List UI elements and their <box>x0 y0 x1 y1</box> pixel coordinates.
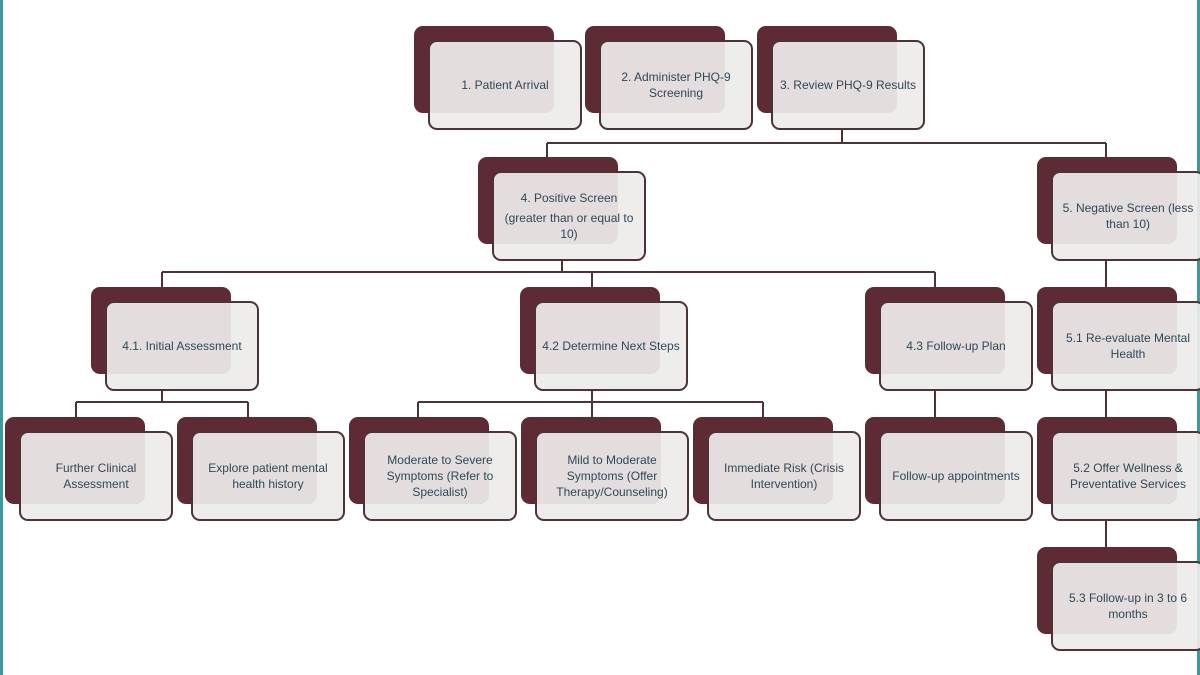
node-label: 5.1 Re-evaluate Mental Health <box>1065 331 1191 361</box>
node-box: Explore patient mental health history <box>191 431 345 521</box>
node-n423: Immediate Risk (Crisis Intervention) <box>693 417 861 521</box>
node-label: 4.2 Determine Next Steps <box>542 339 680 353</box>
node-box: 4.3 Follow-up Plan <box>879 301 1033 391</box>
node-label: Follow-up appointments <box>892 469 1020 483</box>
node-box: Moderate to Severe Symptoms (Refer to Sp… <box>363 431 517 521</box>
node-box: 1. Patient Arrival <box>428 40 582 130</box>
node-label: 5.2 Offer Wellness & Preventative Servic… <box>1069 461 1187 491</box>
node-n52: 5.2 Offer Wellness & Preventative Servic… <box>1037 417 1200 521</box>
node-box: Mild to Moderate Symptoms (Offer Therapy… <box>535 431 689 521</box>
node-n43: 4.3 Follow-up Plan <box>865 287 1033 391</box>
node-label: 4.1. Initial Assessment <box>122 339 242 353</box>
node-n3: 3. Review PHQ-9 Results <box>757 26 925 130</box>
node-label: 2. Administer PHQ-9 Screening <box>621 70 731 100</box>
node-box: 4.2 Determine Next Steps <box>534 301 688 391</box>
node-label: 1. Patient Arrival <box>461 78 549 92</box>
node-n5: 5. Negative Screen (less than 10) <box>1037 157 1200 261</box>
node-label: Explore patient mental health history <box>208 461 328 491</box>
node-n53: 5.3 Follow-up in 3 to 6 months <box>1037 547 1200 651</box>
node-label: Mild to Moderate Symptoms (Offer Therapy… <box>556 453 668 499</box>
node-box: Further Clinical Assessment <box>19 431 173 521</box>
node-label: 3. Review PHQ-9 Results <box>779 78 917 92</box>
node-n412: Explore patient mental health history <box>177 417 345 521</box>
left-border <box>0 0 3 675</box>
node-n421: Moderate to Severe Symptoms (Refer to Sp… <box>349 417 517 521</box>
node-n51: 5.1 Re-evaluate Mental Health <box>1037 287 1200 391</box>
node-box: 3. Review PHQ-9 Results <box>771 40 925 130</box>
node-n411: Further Clinical Assessment <box>5 417 173 521</box>
node-n42: 4.2 Determine Next Steps <box>520 287 688 391</box>
connector-42-children <box>417 390 764 431</box>
node-box: Follow-up appointments <box>879 431 1033 521</box>
node-box: 5.2 Offer Wellness & Preventative Servic… <box>1051 431 1200 521</box>
connector-3-to-4-5 <box>546 130 1107 171</box>
node-label: 5.3 Follow-up in 3 to 6 months <box>1068 591 1188 621</box>
node-n431: Follow-up appointments <box>865 417 1033 521</box>
node-box: 5.1 Re-evaluate Mental Health <box>1051 301 1200 391</box>
connector-41-children <box>75 390 249 431</box>
node-box: 4. Positive Screen (greater than or equa… <box>492 171 646 261</box>
node-n41: 4.1. Initial Assessment <box>91 287 259 391</box>
node-label: Moderate to Severe Symptoms (Refer to Sp… <box>386 453 494 499</box>
node-box: Immediate Risk (Crisis Intervention) <box>707 431 861 521</box>
node-box: 5. Negative Screen (less than 10) <box>1051 171 1200 261</box>
node-n2: 2. Administer PHQ-9 Screening <box>585 26 753 130</box>
node-n422: Mild to Moderate Symptoms (Offer Therapy… <box>521 417 689 521</box>
node-label: 5. Negative Screen (less than 10) <box>1062 201 1194 231</box>
node-sublabel: (greater than or equal to 10) <box>504 211 634 241</box>
connector-4-to-children <box>161 260 936 301</box>
node-label: Further Clinical Assessment <box>55 461 137 491</box>
node-box: 5.3 Follow-up in 3 to 6 months <box>1051 561 1200 651</box>
node-n1: 1. Patient Arrival <box>414 26 582 130</box>
node-label: 4.3 Follow-up Plan <box>906 339 1006 353</box>
node-box: 4.1. Initial Assessment <box>105 301 259 391</box>
node-n4: 4. Positive Screen (greater than or equa… <box>478 157 646 261</box>
node-label: Immediate Risk (Crisis Intervention) <box>723 461 844 491</box>
node-box: 2. Administer PHQ-9 Screening <box>599 40 753 130</box>
node-label: 4. Positive Screen <box>520 191 618 205</box>
